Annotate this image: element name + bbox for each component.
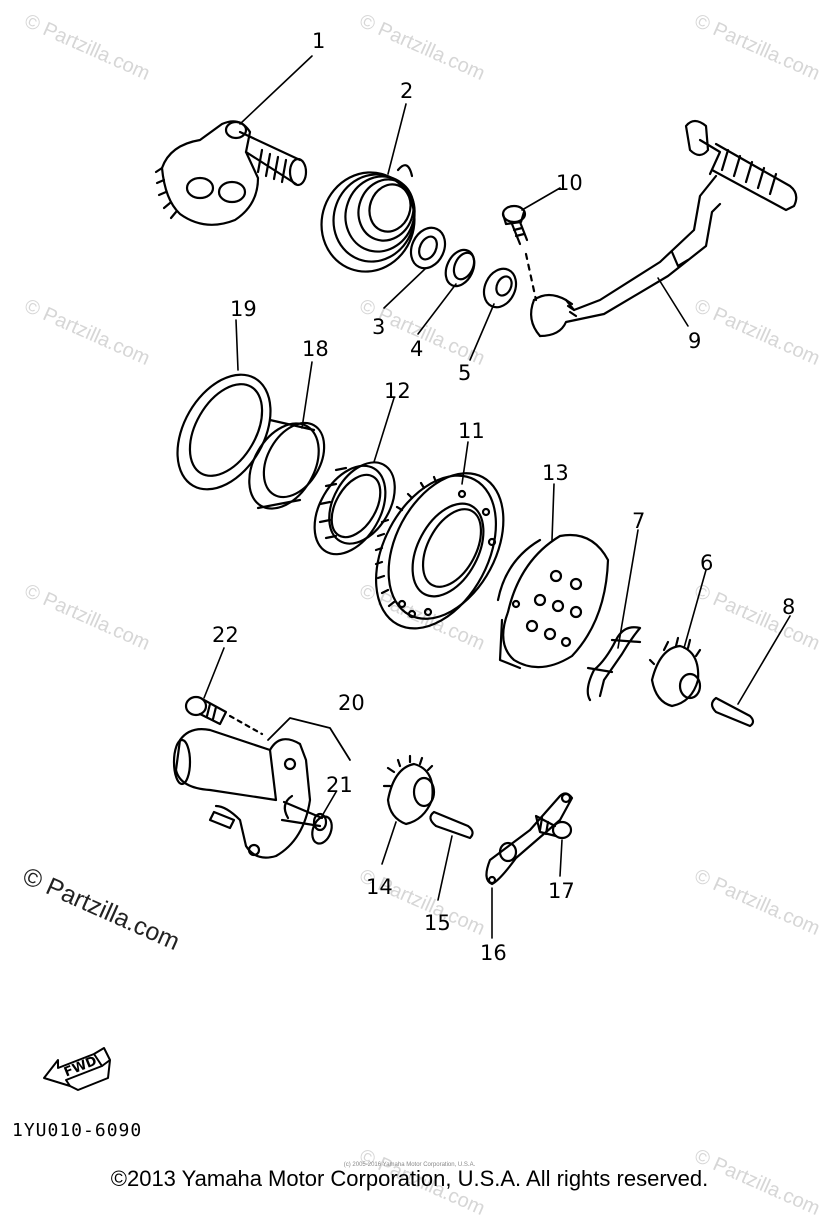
part-19-ring-plate bbox=[176, 373, 272, 491]
part-10-bolt bbox=[501, 204, 538, 302]
part-13-one-way-clutch bbox=[496, 533, 610, 670]
part-17-screw bbox=[534, 814, 573, 840]
part-5-bushing bbox=[482, 267, 518, 309]
label-part-8: 8 bbox=[782, 595, 795, 619]
label-part-3: 3 bbox=[372, 315, 385, 339]
label-part-15: 15 bbox=[424, 911, 451, 935]
label-part-9: 9 bbox=[688, 329, 701, 353]
label-part-21: 21 bbox=[326, 773, 353, 797]
part-8-pin bbox=[710, 696, 755, 728]
part-15-shaft bbox=[429, 810, 474, 840]
label-part-6: 6 bbox=[700, 551, 713, 575]
label-part-20: 20 bbox=[338, 691, 365, 715]
part-14-idler-gear bbox=[382, 754, 436, 826]
part-4-seal bbox=[444, 248, 476, 288]
label-part-18: 18 bbox=[302, 337, 329, 361]
part-20-starter-motor bbox=[172, 728, 328, 859]
label-part-1: 1 bbox=[312, 29, 325, 53]
part-20-bracket-line bbox=[267, 717, 351, 761]
part-6-pinion-gear bbox=[648, 636, 702, 708]
part-2-torsion-spring bbox=[320, 164, 416, 273]
part-11-starter-wheel-gear bbox=[374, 472, 505, 630]
part-12-needle-bearing bbox=[313, 461, 396, 556]
label-part-12: 12 bbox=[384, 379, 411, 403]
drawing-code: 1YU010-6090 bbox=[12, 1120, 143, 1141]
label-part-13: 13 bbox=[542, 461, 569, 485]
label-part-5: 5 bbox=[458, 361, 471, 385]
label-part-2: 2 bbox=[400, 79, 413, 103]
label-part-4: 4 bbox=[410, 337, 423, 361]
fwd-arrow-icon: FWD bbox=[43, 1047, 111, 1091]
part-18-spacer bbox=[248, 418, 326, 510]
label-part-16: 16 bbox=[480, 941, 507, 965]
part-16-plate bbox=[485, 792, 574, 886]
small-copyright: (c) 2005-2016 Yamaha Motor Corporation, … bbox=[343, 1162, 476, 1168]
label-part-14: 14 bbox=[366, 875, 393, 899]
leader-lines bbox=[203, 55, 791, 939]
label-part-10: 10 bbox=[556, 171, 583, 195]
label-part-11: 11 bbox=[458, 419, 485, 443]
part-3-washer bbox=[409, 226, 447, 270]
copyright-notice: ©2013 Yamaha Motor Corporation, U.S.A. A… bbox=[110, 1166, 709, 1191]
label-part-17: 17 bbox=[548, 879, 575, 903]
part-21-o-ring bbox=[311, 815, 333, 845]
label-part-22: 22 bbox=[212, 623, 239, 647]
part-7-clip bbox=[586, 626, 642, 702]
part-22-screw bbox=[184, 695, 264, 736]
fwd-label: FWD bbox=[62, 1054, 99, 1081]
part-9-kick-crank bbox=[529, 119, 798, 338]
label-part-19: 19 bbox=[230, 297, 257, 321]
label-part-7: 7 bbox=[632, 509, 645, 533]
part-1-kick-shaft bbox=[154, 120, 308, 226]
